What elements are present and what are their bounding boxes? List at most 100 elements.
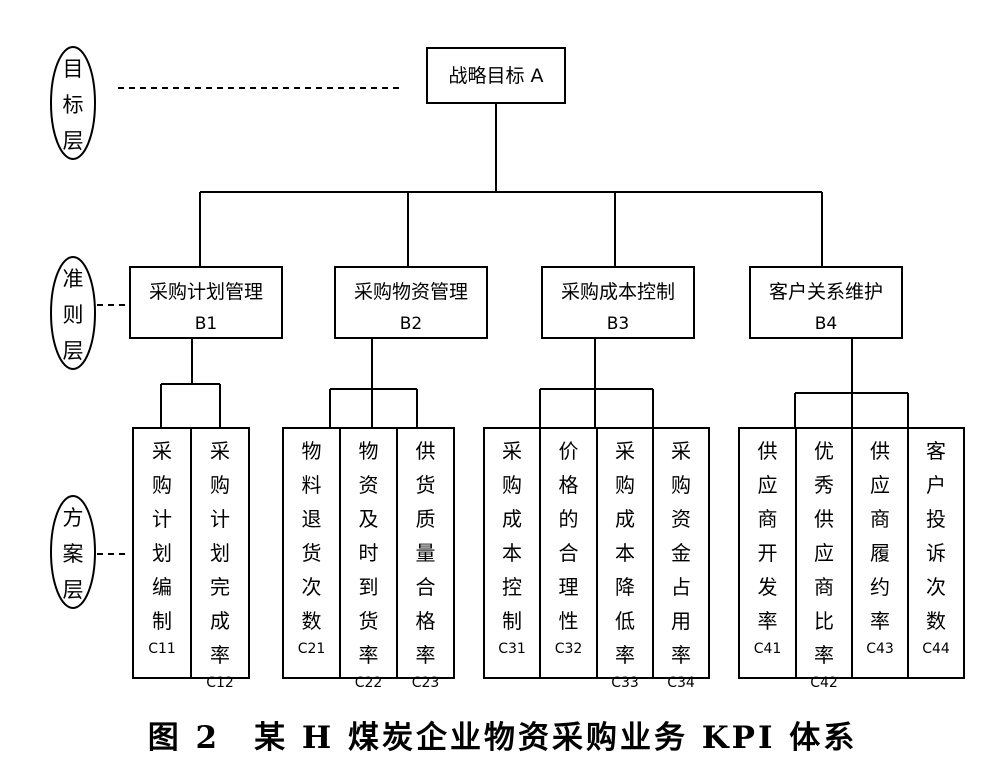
scheme-item-char: 率 (210, 643, 230, 667)
scheme-item-char: 料 (302, 473, 322, 497)
scheme-item-char: 的 (559, 507, 579, 531)
scheme-item-code: C22 (355, 675, 383, 691)
criteria-box-b3 (541, 266, 695, 339)
scheme-item-char: 约 (870, 575, 890, 599)
scheme-item-char: 户 (926, 473, 946, 497)
level-scheme-ellipse (50, 495, 96, 609)
scheme-item-char: 货 (359, 609, 379, 633)
scheme-item-code: C31 (498, 641, 526, 657)
scheme-item-code: C11 (148, 641, 176, 657)
scheme-item-char: 客 (926, 439, 946, 463)
scheme-item-code: C44 (922, 641, 950, 657)
goal-label: 战略目标 A (448, 65, 543, 87)
scheme-item-code: C12 (206, 675, 234, 691)
scheme-item-char: 格 (416, 609, 436, 633)
scheme-item-char: 价 (559, 439, 579, 463)
scheme-item-char: 履 (870, 541, 890, 565)
scheme-item-char: 质 (416, 507, 436, 531)
level-scheme-char: 方 (63, 506, 84, 530)
scheme-item-char: 比 (814, 609, 834, 633)
level-target-ellipse (50, 46, 96, 160)
scheme-item-code: C32 (555, 641, 583, 657)
criteria-box-b4 (749, 266, 903, 339)
scheme-item-char: 资 (671, 507, 691, 531)
level-scheme-char: 层 (63, 578, 84, 602)
level-scheme-char: 案 (63, 542, 84, 566)
scheme-item-char: 计 (210, 507, 230, 531)
level-target-char: 标 (63, 93, 84, 117)
scheme-item-code: C33 (611, 675, 639, 691)
criteria-code: B3 (607, 314, 629, 334)
scheme-item-char: 采 (615, 439, 635, 463)
scheme-item-char: 理 (559, 575, 579, 599)
criteria-name: 客户关系维护 (769, 281, 883, 303)
criteria-code: B4 (815, 314, 837, 334)
scheme-item-char: 率 (416, 643, 436, 667)
scheme-item-char: 数 (926, 609, 946, 633)
scheme-item-char: 制 (502, 609, 522, 633)
scheme-item-char: 购 (615, 473, 635, 497)
scheme-item-code: C21 (298, 641, 326, 657)
scheme-item-code: C23 (412, 675, 440, 691)
scheme-item-char: 次 (926, 575, 946, 599)
level-target-char: 目 (63, 57, 84, 81)
scheme-item-char: 本 (502, 541, 522, 565)
scheme-item-char: 应 (870, 473, 890, 497)
scheme-item-char: 资 (359, 473, 379, 497)
scheme-item-char: 成 (210, 609, 230, 633)
scheme-item-char: 采 (152, 439, 172, 463)
scheme-group-b2 (282, 427, 455, 679)
scheme-item-code: C34 (667, 675, 695, 691)
criteria-box-b2 (334, 266, 488, 339)
scheme-item-char: 金 (671, 541, 691, 565)
scheme-item-char: 到 (359, 575, 379, 599)
scheme-item-char: 商 (814, 575, 834, 599)
scheme-item-char: 购 (502, 473, 522, 497)
scheme-item-char: 投 (926, 507, 946, 531)
level-criteria-char: 则 (63, 303, 84, 327)
scheme-item-code: C43 (866, 641, 894, 657)
level-criteria-char: 准 (63, 267, 84, 291)
scheme-item-char: 货 (302, 541, 322, 565)
criteria-name: 采购成本控制 (561, 281, 675, 303)
scheme-item-char: 占 (671, 575, 691, 599)
scheme-item-char: 编 (152, 575, 172, 599)
goal-box (426, 47, 566, 104)
scheme-item-char: 率 (870, 609, 890, 633)
scheme-item-char: 计 (152, 507, 172, 531)
criteria-box-b1 (129, 266, 283, 339)
scheme-item-char: 次 (302, 575, 322, 599)
scheme-item-char: 量 (416, 541, 436, 565)
level-target-char: 层 (63, 129, 84, 153)
scheme-item-char: 率 (758, 609, 778, 633)
scheme-item-char: 制 (152, 609, 172, 633)
scheme-item-char: 诉 (926, 541, 946, 565)
scheme-item-char: 供 (870, 439, 890, 463)
scheme-item-char: 秀 (814, 473, 834, 497)
scheme-item-char: 划 (210, 541, 230, 565)
scheme-item-char: 采 (210, 439, 230, 463)
criteria-code: B2 (400, 314, 422, 334)
scheme-item-char: 降 (615, 575, 635, 599)
scheme-item-char: 供 (758, 439, 778, 463)
scheme-item-char: 率 (671, 643, 691, 667)
scheme-item-char: 物 (359, 439, 379, 463)
scheme-item-char: 应 (814, 541, 834, 565)
scheme-item-char: 数 (302, 609, 322, 633)
scheme-item-code: C42 (810, 675, 838, 691)
scheme-item-char: 成 (502, 507, 522, 531)
scheme-item-char: 发 (758, 575, 778, 599)
figure-title: 某 H 煤炭企业物资采购业务 KPI 体系 (254, 720, 858, 756)
scheme-item-char: 退 (302, 507, 322, 531)
scheme-item-char: 合 (559, 541, 579, 565)
level-criteria-ellipse (50, 256, 96, 370)
scheme-item-char: 性 (559, 609, 579, 633)
scheme-item-char: 成 (615, 507, 635, 531)
scheme-item-char: 格 (559, 473, 579, 497)
scheme-item-char: 划 (152, 541, 172, 565)
scheme-item-char: 开 (758, 541, 778, 565)
scheme-item-char: 货 (416, 473, 436, 497)
scheme-item-char: 低 (615, 609, 635, 633)
scheme-item-char: 率 (359, 643, 379, 667)
